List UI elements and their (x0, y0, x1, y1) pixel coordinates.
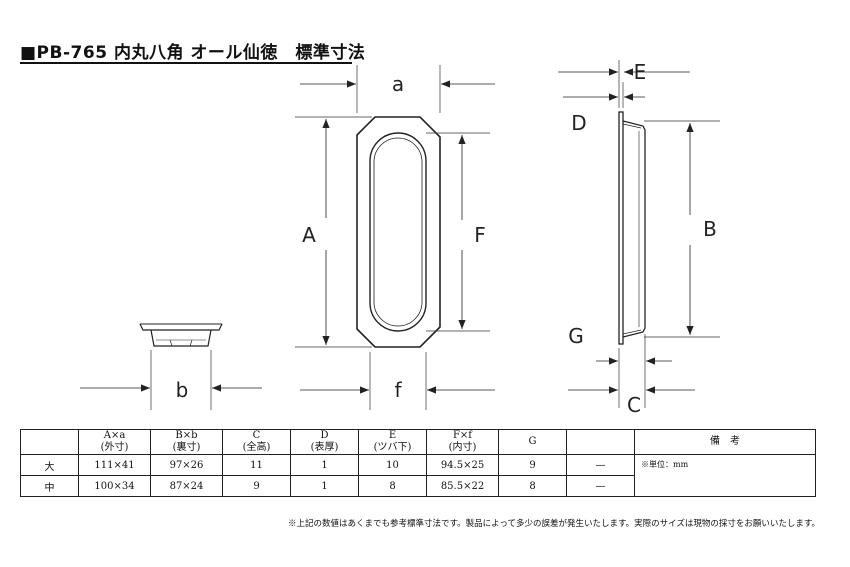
table-header-row: A×a(外寸) B×b(裏寸) C(全高) D(表厚) E(ツバ下) F×f(内… (20, 429, 816, 455)
bottom-extension-lines (150, 350, 212, 410)
header-height: C(全高) (222, 429, 291, 455)
spec-table: A×a(外寸) B×b(裏寸) C(全高) D(表厚) E(ツバ下) F×f(内… (20, 429, 816, 497)
bottom-view (139, 323, 223, 347)
header-blank (566, 429, 635, 455)
header-thickness: D(表厚) (290, 429, 359, 455)
table-row: 中 100×34 87×24 9 1 8 85.5×22 8 — (20, 475, 816, 497)
side-dimension-arrows (558, 68, 695, 394)
inner-oval-lip (373, 137, 423, 327)
side-extension-lines (618, 60, 720, 408)
label-C: C (627, 393, 641, 417)
label-F: F (474, 223, 486, 247)
label-b: b (176, 378, 189, 402)
title-underline (20, 62, 352, 64)
header-remarks: 備 考 (634, 429, 816, 455)
header-inner: F×f(内寸) (426, 429, 499, 455)
remarks-cell: ※単位：mm (634, 454, 816, 497)
side-flange (618, 111, 624, 345)
table-row: 大 111×41 97×26 11 1 10 94.5×25 9 — ※単位：m… (20, 454, 816, 497)
outer-octagon (356, 116, 441, 348)
label-a: a (392, 72, 404, 96)
header-G: G (498, 429, 567, 455)
page-title: ■PB-765 内丸八角 オール仙徳 標準寸法 (20, 43, 366, 63)
label-f: f (394, 378, 402, 402)
side-view (618, 111, 646, 345)
header-back: B×b(裏寸) (150, 429, 223, 455)
front-extension-lines (295, 65, 490, 410)
side-body (622, 120, 646, 338)
front-view (356, 116, 441, 348)
label-D: D (571, 111, 586, 135)
inner-oval (369, 132, 427, 332)
label-G: G (568, 324, 584, 348)
label-A: A (302, 223, 316, 247)
label-B: B (703, 217, 717, 241)
label-E: E (634, 60, 647, 84)
dimension-drawing: a A F f b E D B G C (80, 60, 720, 417)
header-outer: A×a(外寸) (78, 429, 151, 455)
header-flange: E(ツバ下) (358, 429, 427, 455)
footnote: ※上記の数値はあくまでも参考標準寸法です。製品によって多少の誤差が発生いたします… (287, 519, 820, 529)
front-dimension-arrows (300, 80, 495, 394)
header-size (20, 429, 79, 455)
